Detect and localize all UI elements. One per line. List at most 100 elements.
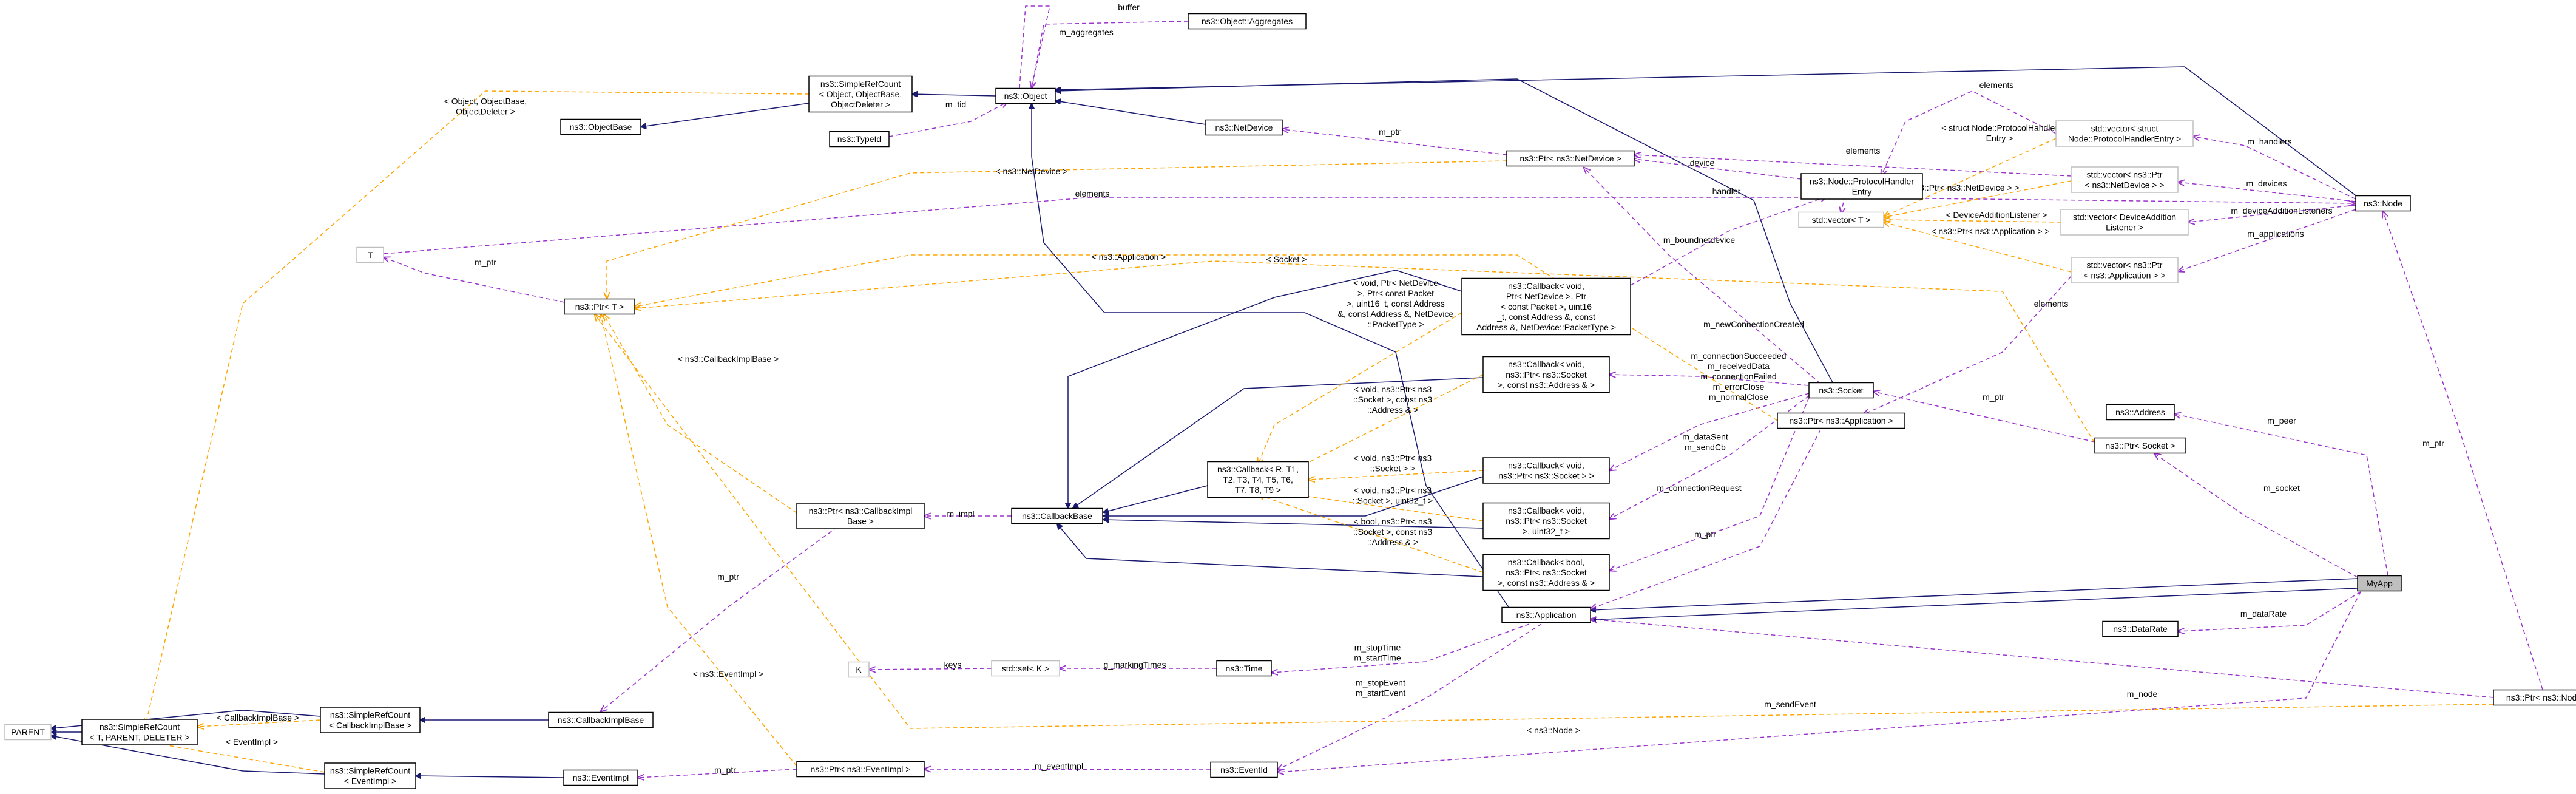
node-callbacksock[interactable]: ns3::Callback< void,ns3::Ptr< ns3::Socke… — [1482, 457, 1610, 484]
usage-edge-ptrnode-application — [1591, 619, 2494, 698]
node-label-line: ns3::EventId — [1220, 765, 1268, 775]
node-label-line: ns3::NetDevice — [1215, 123, 1273, 132]
node-label: ns3::NetDevice — [1215, 123, 1273, 132]
node-time[interactable]: ns3::Time — [1216, 660, 1272, 677]
node-label: MyApp — [2366, 579, 2393, 588]
node-callbacknetdev[interactable]: ns3::Callback< void,Ptr< NetDevice >, Pt… — [1461, 277, 1631, 336]
node-eventid[interactable]: ns3::EventId — [1210, 761, 1278, 778]
inheritance-edge-callbacksock-callbackbase — [1103, 476, 1484, 516]
edge-label-m-eventimpl: m_eventImpl — [1035, 761, 1083, 771]
node-simplerefcounttpd[interactable]: ns3::SimpleRefCount< T, PARENT, DELETER … — [81, 719, 198, 745]
node-address[interactable]: ns3::Address — [2106, 404, 2175, 421]
node-callbackgeneric[interactable]: ns3::Callback< R, T1,T2, T3, T4, T5, T6,… — [1207, 461, 1309, 498]
node-box — [2102, 620, 2179, 637]
node-label: ns3::Object::Aggregates — [1202, 16, 1293, 26]
inheritance-edge-socket-object — [1055, 78, 1833, 383]
edge-label-line: < void, ns3::Ptr< ns3 — [1354, 453, 1432, 463]
node-myapp[interactable]: MyApp — [2357, 575, 2402, 592]
inheritance-edge-callbackgeneric-callbackbase — [1103, 485, 1208, 512]
node-ptrapplication[interactable]: ns3::Ptr< ns3::Application > — [1777, 412, 1905, 429]
node-simplerefcountei[interactable]: ns3::SimpleRefCount< EventImpl > — [324, 762, 416, 789]
node-object[interactable]: ns3::Object — [995, 87, 1056, 104]
node-aggregates[interactable]: ns3::Object::Aggregates — [1188, 13, 1307, 30]
usage-edge-callbacknetdev-protocolhandlerentry — [1630, 197, 1827, 286]
node-simplerefcountcb[interactable]: ns3::SimpleRefCount< CallbackImplBase > — [320, 707, 421, 733]
node-ptrnetdevice[interactable]: ns3::Ptr< ns3::NetDevice > — [1506, 150, 1635, 167]
node-vectorptrapp[interactable]: std::vector< ns3::Ptr< ns3::Application … — [2071, 257, 2179, 283]
template-edge-simplerefcountei-simplerefcounttpd — [140, 741, 325, 773]
node-label: ns3::Ptr< ns3::Node > — [2506, 693, 2576, 702]
node-box — [1506, 150, 1635, 167]
edge-label-g-markingtimes: g_markingTimes — [1104, 660, 1166, 670]
node-ptreventimpl[interactable]: ns3::Ptr< ns3::EventImpl > — [796, 761, 925, 778]
edge-label-line: m_normalClose — [1709, 392, 1768, 402]
node-t[interactable]: T — [356, 246, 384, 263]
node-vectort[interactable]: std::vector< T > — [1798, 211, 1884, 228]
node-label-line: std::vector< ns3::Ptr — [2087, 260, 2163, 270]
node-netdevice[interactable]: ns3::NetDevice — [1205, 119, 1283, 136]
node-label-line: ns3::Object::Aggregates — [1202, 16, 1293, 26]
node-box — [829, 131, 890, 148]
node-ptrt[interactable]: ns3::Ptr< T > — [564, 298, 635, 315]
template-edge-callbacksocku32-callbackgeneric — [1274, 492, 1484, 521]
template-edge-simplerefcountobj-simplerefcounttpd — [146, 90, 810, 725]
node-box — [2071, 166, 2179, 193]
edge-label-tpl-cb-sock: < void, ns3::Ptr< ns3::Socket > > — [1354, 453, 1432, 473]
node-setk[interactable]: std::set< K > — [991, 660, 1060, 677]
node-parent[interactable]: PARENT — [4, 724, 52, 741]
edge-label-m-applications: m_applications — [2247, 229, 2304, 239]
usage-edge-callbackimplbase-ptrcallbackimplbase — [601, 526, 838, 711]
usage-edge-callbacksockaddr-socket — [1609, 375, 1809, 386]
node-ptrsocket[interactable]: ns3::Ptr< Socket > — [2094, 437, 2186, 454]
node-box — [2071, 257, 2179, 283]
node-callbackbase[interactable]: ns3::CallbackBase — [1011, 507, 1103, 524]
node-label-line: Entry — [1852, 187, 1872, 197]
node-label-line: < CallbackImplBase > — [329, 721, 411, 730]
edge-label-line: < struct Node::ProtocolHandler — [1941, 123, 2058, 133]
edge-label-line: ::Socket > > — [1370, 464, 1416, 473]
node-vectorptrnetdev[interactable]: std::vector< ns3::Ptr< ns3::NetDevice > … — [2071, 166, 2179, 193]
node-label: ns3::SimpleRefCount< T, PARENT, DELETER … — [89, 722, 189, 742]
node-simplerefcountobj[interactable]: ns3::SimpleRefCount< Object, ObjectBase,… — [808, 75, 913, 113]
node-datarate[interactable]: ns3::DataRate — [2102, 620, 2179, 637]
node-application[interactable]: ns3::Application — [1501, 606, 1591, 623]
edge-label-line: m_dataSent — [1682, 432, 1728, 442]
node-box — [1210, 761, 1278, 778]
node-label-line: ns3::Ptr< Socket > — [2105, 441, 2175, 450]
edge-label-line: m_connectionRequest — [1657, 483, 1741, 493]
inheritance-edge-callbacknetdev-callbackbase — [1068, 270, 1462, 508]
node-callbacksockaddr[interactable]: ns3::Callback< void,ns3::Ptr< ns3::Socke… — [1482, 356, 1610, 393]
node-box — [563, 769, 638, 786]
node-callbacksocku32[interactable]: ns3::Callback< void,ns3::Ptr< ns3::Socke… — [1482, 502, 1610, 540]
node-ptrnode[interactable]: ns3::Ptr< ns3::Node > — [2493, 689, 2576, 706]
node-node[interactable]: ns3::Node — [2355, 195, 2411, 212]
node-objectbase[interactable]: ns3::ObjectBase — [560, 118, 641, 135]
edge-label-line: elements — [2034, 299, 2069, 308]
usage-edge-netdevice-ptrnetdevice — [1282, 129, 1507, 155]
edge-label-line: ::Socket >, const ns3 — [1353, 395, 1433, 404]
usage-edge-ptrsocket-socket — [1873, 392, 2095, 443]
node-callbackbool[interactable]: ns3::Callback< bool,ns3::Ptr< ns3::Socke… — [1482, 554, 1610, 591]
node-box — [4, 724, 52, 741]
node-k[interactable]: K — [848, 661, 870, 678]
edge-label-elements-top: elements — [1979, 80, 2014, 90]
node-label: ns3::Ptr< ns3::NetDevice > — [1520, 154, 1621, 163]
node-label: ns3::Node — [2364, 198, 2402, 208]
edge-label-tpl-node: < ns3::Node > — [1527, 725, 1580, 735]
edge-label-line: m_boundnetdevice — [1663, 235, 1736, 245]
node-eventimpl[interactable]: ns3::EventImpl — [563, 769, 638, 786]
edge-label-line: m_startTime — [1354, 653, 1401, 663]
node-socket[interactable]: ns3::Socket — [1808, 382, 1874, 399]
node-typeid[interactable]: ns3::TypeId — [829, 131, 890, 148]
edge-label-line: m_node — [2127, 689, 2158, 699]
edge-label-line: m_connectionSucceeded — [1691, 351, 1786, 361]
edge-label-line: < bool, ns3::Ptr< ns3 — [1353, 517, 1432, 526]
edge-label-line: m_ptr — [717, 572, 739, 582]
node-callbackimplbase[interactable]: ns3::CallbackImplBase — [548, 711, 654, 728]
